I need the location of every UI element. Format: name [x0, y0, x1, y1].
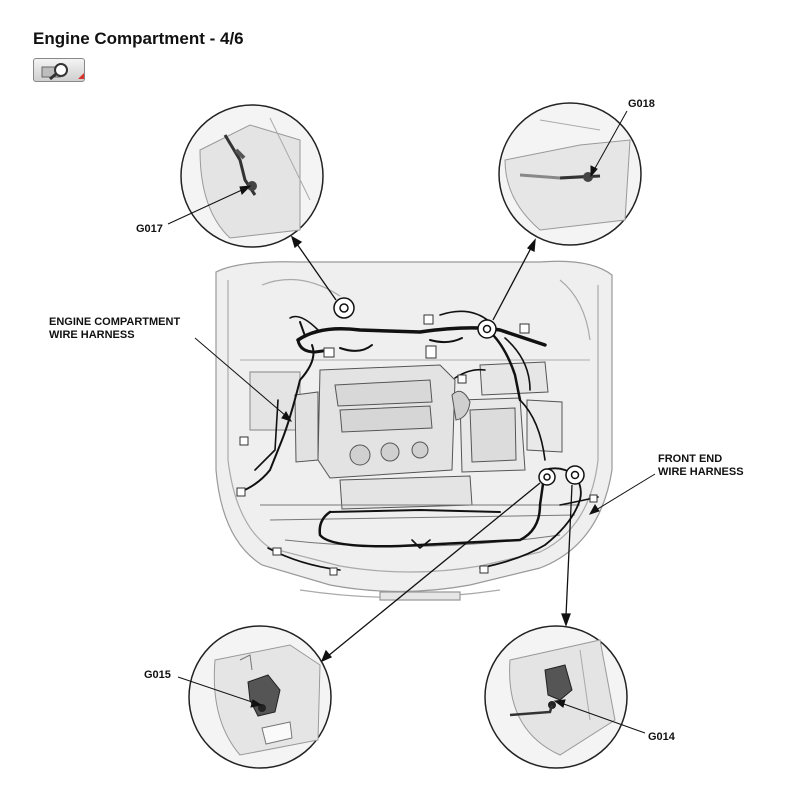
detail-circle-g015: [188, 625, 332, 769]
engine-block: [294, 361, 563, 510]
harness-connectors: [236, 314, 598, 576]
detail-circle-g017: [180, 104, 324, 248]
label-engine-harness-line1: ENGINE COMPARTMENT: [49, 316, 180, 328]
detail-pointer-lines: [290, 235, 573, 663]
label-g014: G014: [648, 731, 676, 743]
label-engine-harness-line2: WIRE HARNESS: [49, 329, 135, 341]
label-g018: G018: [628, 98, 655, 110]
ground-point-markers: [333, 297, 585, 486]
ground-marker-g014: [565, 465, 585, 485]
page-title: Engine Compartment - 4/6: [33, 29, 244, 48]
ground-marker-g015: [538, 468, 556, 486]
label-g015: G015: [144, 669, 171, 681]
label-front-harness-line2: WIRE HARNESS: [658, 466, 744, 478]
detail-circle-g018: [498, 102, 642, 246]
label-front-harness-line1: FRONT END: [658, 453, 722, 465]
zoom-button[interactable]: [33, 58, 85, 82]
ground-marker-g018: [477, 319, 497, 339]
label-g017: G017: [136, 223, 163, 235]
label-leader-lines: [167, 110, 656, 734]
magnifier-zoom-icon: [41, 63, 84, 81]
detail-circle-g014: [484, 625, 628, 769]
ground-marker-g017: [333, 297, 355, 319]
